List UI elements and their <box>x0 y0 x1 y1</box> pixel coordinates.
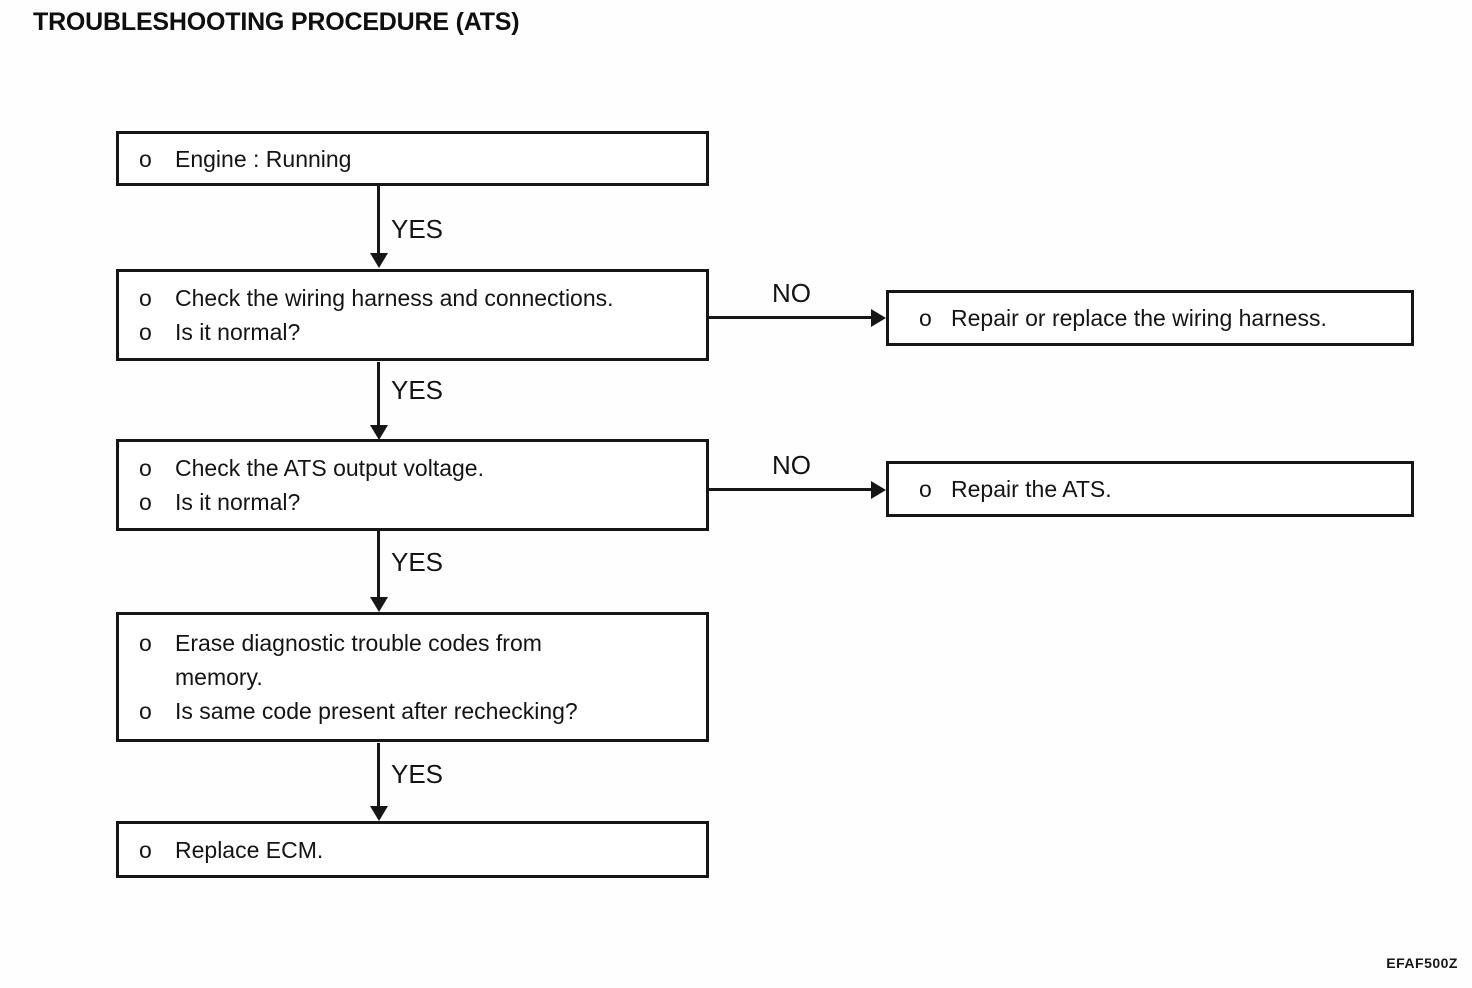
bullet-spacer <box>139 660 175 694</box>
flow-box-line: memory. <box>119 660 706 694</box>
flow-box-text: Replace ECM. <box>175 836 324 863</box>
flow-box-check-ats-voltage: o Check the ATS output voltage. o Is it … <box>116 439 709 531</box>
flow-box-line: o Check the ATS output voltage. <box>119 451 706 485</box>
yes-label-3: YES <box>391 547 444 577</box>
bullet-marker: o <box>919 305 932 331</box>
flow-box-text: Is same code present after rechecking? <box>175 698 578 724</box>
bullet-marker: o <box>139 285 152 311</box>
bullet-marker: o <box>139 836 152 863</box>
flow-box-line: o Is it normal? <box>119 485 706 519</box>
flow-box-line: o Engine : Running <box>119 142 706 176</box>
flow-box-replace-ecm: o Replace ECM. <box>116 821 709 878</box>
remedy-box-line: o Repair the ATS. <box>889 472 1411 506</box>
page-title: TROUBLESHOOTING PROCEDURE (ATS) <box>33 8 520 36</box>
remedy-box-text: Repair or replace the wiring harness. <box>951 305 1327 331</box>
flow-box-check-wiring: o Check the wiring harness and connectio… <box>116 269 709 361</box>
arrow-down-head-3 <box>370 597 388 612</box>
no-label-1: NO <box>772 278 811 308</box>
remedy-box-line: o Repair or replace the wiring harness. <box>889 301 1411 335</box>
flow-box-text: memory. <box>175 664 263 690</box>
remedy-box-repair-wiring: o Repair or replace the wiring harness. <box>886 290 1414 346</box>
flow-box-line: o Replace ECM. <box>119 833 706 867</box>
flow-box-text: Check the wiring harness and connections… <box>175 285 614 311</box>
flow-box-text: Is it normal? <box>175 489 301 515</box>
flow-box-erase-codes: o Erase diagnostic trouble codes from me… <box>116 612 709 742</box>
remedy-box-repair-ats: o Repair the ATS. <box>886 461 1414 517</box>
remedy-box-text: Repair the ATS. <box>951 476 1112 502</box>
arrow-down-line-2 <box>377 362 380 426</box>
yes-label-1: YES <box>391 214 444 244</box>
bullet-marker: o <box>139 145 152 172</box>
bullet-marker: o <box>919 476 932 502</box>
flow-box-text: Is it normal? <box>175 319 301 345</box>
arrow-right-line-1 <box>708 316 872 319</box>
arrow-down-line-4 <box>377 743 380 807</box>
no-label-2: NO <box>772 450 811 480</box>
flow-box-line: o Is same code present after rechecking? <box>119 694 706 728</box>
flow-box-text: Engine : Running <box>175 145 352 172</box>
flow-box-line: o Check the wiring harness and connectio… <box>119 281 706 315</box>
flow-box-engine-running: o Engine : Running <box>116 131 709 186</box>
arrow-right-head-1 <box>871 309 886 327</box>
flow-box-line: o Erase diagnostic trouble codes from <box>119 626 706 660</box>
arrow-right-line-2 <box>708 488 872 491</box>
yes-label-2: YES <box>391 375 444 405</box>
flow-box-text: Erase diagnostic trouble codes from <box>175 630 542 656</box>
arrow-down-line-1 <box>377 186 380 254</box>
arrow-right-head-2 <box>871 481 886 499</box>
arrow-down-head-2 <box>370 425 388 440</box>
flow-box-text: Check the ATS output voltage. <box>175 455 484 481</box>
bullet-marker: o <box>139 489 152 515</box>
flow-box-line: o Is it normal? <box>119 315 706 349</box>
figure-code: EFAF500Z <box>1386 955 1458 971</box>
arrow-down-head-1 <box>370 253 388 268</box>
bullet-marker: o <box>139 630 152 656</box>
bullet-marker: o <box>139 455 152 481</box>
bullet-marker: o <box>139 319 152 345</box>
arrow-down-line-3 <box>377 531 380 598</box>
bullet-marker: o <box>139 698 152 724</box>
arrow-down-head-4 <box>370 806 388 821</box>
yes-label-4: YES <box>391 759 444 789</box>
